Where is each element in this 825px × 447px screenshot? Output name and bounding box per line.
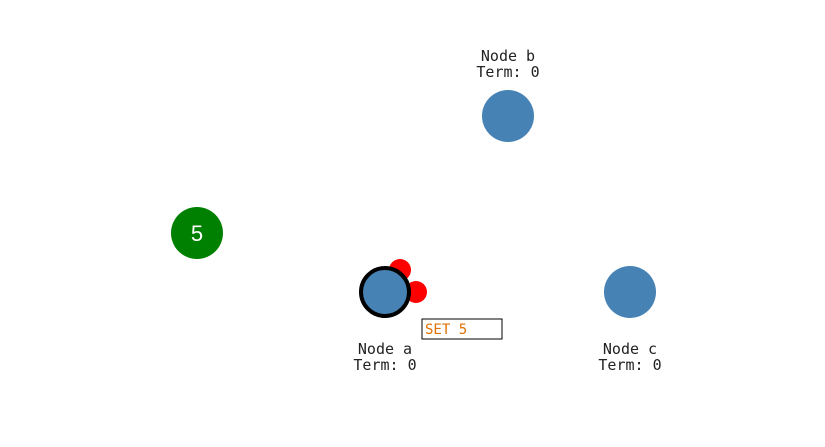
client-value: 5 <box>191 221 203 246</box>
node-a-circle[interactable] <box>359 266 411 318</box>
log-entry-box <box>421 318 503 340</box>
node-b-circle[interactable] <box>482 90 534 142</box>
node-a-term: Term: 0 <box>353 356 416 374</box>
client-circle[interactable] <box>171 207 223 259</box>
node-c-name: Node c <box>603 340 657 358</box>
node-c[interactable]: Node c Term: 0 <box>598 266 662 374</box>
node-b-name: Node b <box>481 47 535 65</box>
node-c-circle[interactable] <box>604 266 656 318</box>
node-a-name: Node a <box>358 340 412 358</box>
node-b-term: Term: 0 <box>476 63 539 81</box>
node-c-term: Term: 0 <box>598 356 661 374</box>
node-a[interactable]: Node a Term: 0 <box>353 266 417 374</box>
node-b[interactable]: Node b Term: 0 <box>476 47 540 142</box>
message-in-flight <box>405 281 427 303</box>
log-entry: SET 5 <box>421 318 503 340</box>
client[interactable]: 5 <box>171 207 223 259</box>
log-entry-text: SET 5 <box>425 322 467 338</box>
